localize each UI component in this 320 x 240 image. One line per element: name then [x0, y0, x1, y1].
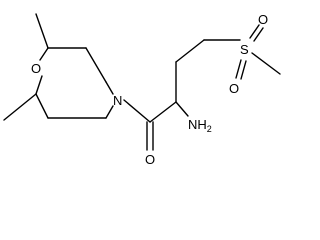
- chemical-structure: O N O NH2 S O O: [3, 12, 281, 167]
- bond-ring-c5-c6: [35, 93, 49, 119]
- atom-ring-nitrogen: N: [113, 93, 122, 108]
- bond-s-o-bottom-b: [240, 60, 247, 80]
- bond-ring-c6-o: [35, 75, 43, 95]
- atom-ring-oxygen: O: [31, 61, 41, 76]
- bond-methyl-top: [35, 13, 49, 49]
- bond-ring-o-c1: [39, 47, 49, 61]
- bond-ring-c2-c3: [85, 47, 107, 83]
- bond-n-carbonyl: [123, 99, 151, 123]
- atom-sulfonyl-oxygen-top: O: [258, 12, 268, 27]
- atom-carbonyl-oxygen: O: [145, 152, 155, 167]
- bond-s-o-top-b: [253, 27, 264, 42]
- bond-carbonyl-alpha: [149, 101, 177, 123]
- amine-subscript: 2: [207, 124, 212, 134]
- atom-sulfonyl-oxygen-bottom: O: [229, 81, 239, 96]
- bond-s-o-top-a: [249, 24, 260, 39]
- amine-symbol: NH: [188, 117, 207, 132]
- bond-ring-n-c4: [105, 105, 114, 119]
- bond-beta-gamma: [175, 39, 205, 63]
- atom-amine: NH2: [188, 117, 212, 134]
- bond-s-o-bottom-a: [235, 59, 242, 79]
- bond-sulfur-methyl: [251, 52, 281, 75]
- atom-sulfur: S: [240, 42, 249, 57]
- bond-ring-c3-n: [105, 81, 114, 95]
- bond-alpha-amine: [175, 101, 189, 117]
- bond-methyl-left: [3, 93, 37, 121]
